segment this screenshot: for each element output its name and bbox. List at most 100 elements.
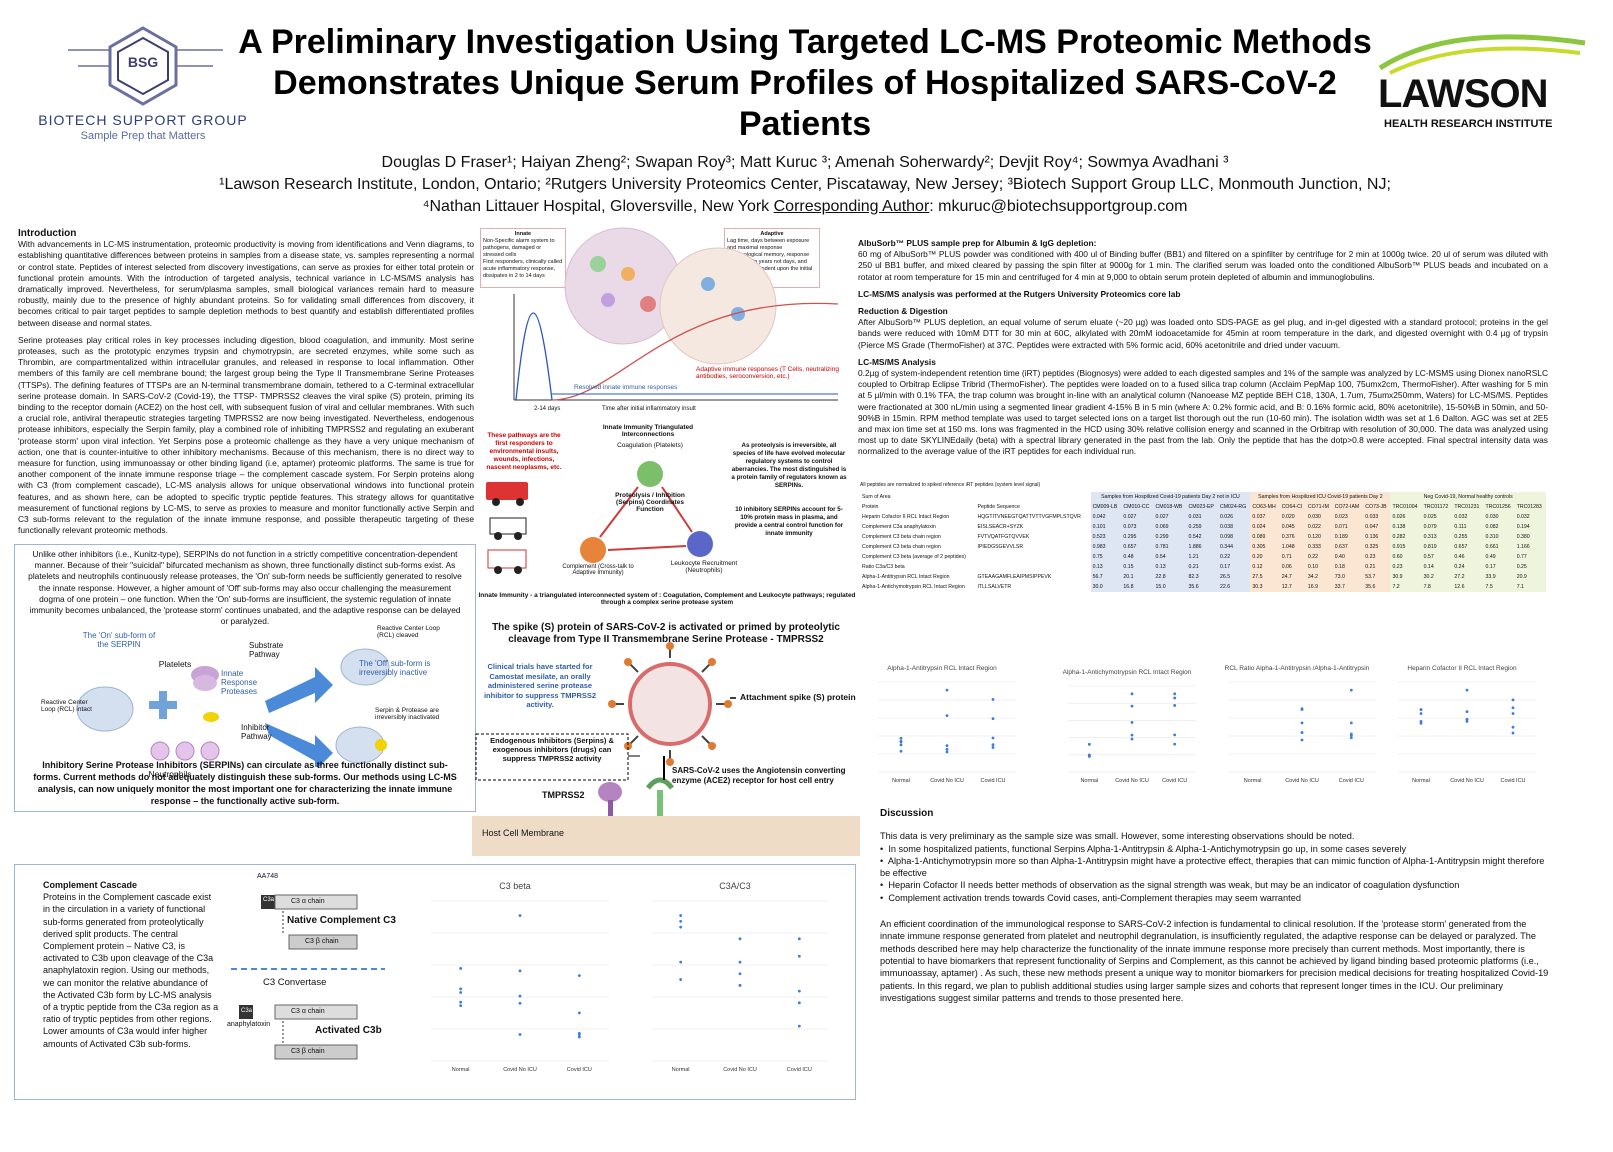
value-cell: 0.376 xyxy=(1279,532,1306,542)
data-point xyxy=(1419,708,1423,712)
sample-header: TRC01004 xyxy=(1390,502,1422,512)
data-point xyxy=(797,989,801,993)
data-point xyxy=(797,1001,801,1005)
value-cell: 0.23 xyxy=(1390,562,1422,572)
data-point xyxy=(1465,718,1469,721)
value-cell: 0.325 xyxy=(1363,542,1391,552)
data-point xyxy=(1465,710,1469,714)
value-cell: 0.983 xyxy=(1090,542,1122,552)
native-c3-label: Native Complement C3 xyxy=(287,915,396,926)
proteolysis-label: Proteolysis / Inhibition (Serpins) Coord… xyxy=(615,492,685,513)
value-cell: 0.54 xyxy=(1153,552,1187,562)
data-point xyxy=(518,914,522,917)
value-cell: 0.06 xyxy=(1279,562,1306,572)
value-cell: 0.032 xyxy=(1452,512,1484,522)
x-tick-label: Covid No ICU xyxy=(1285,778,1319,784)
bsg-logo: BSG BIOTECH SUPPORT GROUP Sample Prep th… xyxy=(28,20,258,150)
value-cell: 0.073 xyxy=(1121,522,1154,532)
value-cell: 0.21 xyxy=(1363,562,1391,572)
serpin-text: Unlike other inhibitors (i.e., Kunitz-ty… xyxy=(28,549,462,627)
rcl-intact-label: Reactive Center Loop (RCL) intact xyxy=(41,699,92,713)
data-point xyxy=(991,736,995,740)
value-cell: 30.3 xyxy=(1250,582,1280,592)
data-point xyxy=(991,698,995,701)
complement-heading: Complement Cascade xyxy=(43,880,138,890)
value-cell: 0.657 xyxy=(1452,542,1484,552)
leukocyte-label: Leukocyte Recruitment (Neutrophils) xyxy=(670,560,738,574)
coagulation-label: Coagulation (Platelets) xyxy=(617,442,683,449)
x-axis-label: Time after initial inflammatory insult xyxy=(602,406,696,412)
platelets-label: Platelets xyxy=(158,659,192,669)
value-cell: 0.047 xyxy=(1363,522,1391,532)
value-cell: 0.310 xyxy=(1483,532,1515,542)
c3-diagram xyxy=(231,894,385,1060)
bsg-tagline: Sample Prep that Matters xyxy=(80,130,206,142)
x-tick-label: Normal xyxy=(892,778,910,784)
value-cell: 0.13 xyxy=(1090,562,1122,572)
data-point xyxy=(1419,721,1423,725)
peptide-cell xyxy=(976,562,1091,572)
x-tick-label: Normal xyxy=(672,1067,690,1073)
lawson-sub: HEALTH RESEARCH INSTITUTE xyxy=(1384,118,1553,130)
sample-header: CM009-LB xyxy=(1090,502,1122,512)
group-b-header: Samples from Hospilized ICU Covid-19 pat… xyxy=(1250,492,1391,502)
value-cell: 0.313 xyxy=(1421,532,1453,542)
value-cell: 0.022 xyxy=(1305,522,1333,532)
value-cell: 27.2 xyxy=(1452,572,1484,582)
discussion-section: Discussion This data is very preliminary… xyxy=(880,808,1550,1004)
value-cell: 0.089 xyxy=(1250,532,1280,542)
bsg-name: BIOTECH SUPPORT GROUP xyxy=(38,112,248,128)
poster-title: A Preliminary Investigation Using Target… xyxy=(238,23,1372,143)
value-cell: 1.21 xyxy=(1186,552,1218,562)
value-cell: 0.23 xyxy=(1363,552,1391,562)
innate-proteases-label: Innate Response Proteases xyxy=(221,669,258,696)
value-cell: 0.189 xyxy=(1332,532,1364,542)
peptide-cell: ITLLSALVETR xyxy=(977,584,1012,590)
scatter-chart: RCL Ratio Alpha-1-Antitrypsin /Alpha-1-A… xyxy=(1225,665,1376,784)
data-point xyxy=(459,967,463,970)
value-cell: 0.333 xyxy=(1305,542,1333,552)
x-tick-label: Covid ICU xyxy=(567,1067,592,1073)
value-cell: 0.661 xyxy=(1483,542,1515,552)
ten-serpins-text: 10 inhibitory SERPINs account for 5-10% … xyxy=(734,506,844,537)
data-point xyxy=(1300,738,1304,742)
complement-box: Complement Cascade Proteins in the Compl… xyxy=(14,864,856,1100)
value-cell: 0.138 xyxy=(1390,522,1422,532)
peptide-header: Peptide Sequence xyxy=(977,504,1020,510)
data-point xyxy=(1465,688,1469,692)
triangle-diagram xyxy=(486,461,713,574)
complement-text: Proteins in the Complement cascade exist… xyxy=(43,892,219,1049)
author-list: Douglas D Fraser¹; Haiyan Zheng²; Swapan… xyxy=(381,154,1229,171)
data-point xyxy=(1419,719,1423,723)
value-cell: 0.026 xyxy=(1217,512,1251,522)
value-cell: 30.2 xyxy=(1421,572,1453,582)
data-point xyxy=(577,1035,581,1039)
serpin-caption: Inhibitory Serine Protease Inhibitors (S… xyxy=(33,760,457,806)
x-tick-label: Normal xyxy=(1080,778,1098,784)
value-cell: 0.18 xyxy=(1332,562,1364,572)
value-cell: 0.023 xyxy=(1332,512,1364,522)
x-tick-label: Covid ICU xyxy=(787,1067,812,1073)
value-cell: 0.60 xyxy=(1390,552,1422,562)
attachment-label: Attachment spike (S) protein xyxy=(740,692,856,702)
scatter-chart: Alpha-1-Antichymotrypsin RCL Intact Regi… xyxy=(1063,669,1196,784)
value-cell: 0.027 xyxy=(1153,512,1187,522)
value-cell: 0.75 xyxy=(1090,552,1122,562)
protein-cell: Complement C3 beta chain region xyxy=(862,534,941,540)
activated-c3b-label: Activated C3b xyxy=(315,1025,382,1036)
x-tick-label: Normal xyxy=(1244,778,1262,784)
table-row: Alpha-1-Antichymotrypsin RCL Intact Regi… xyxy=(860,582,1546,592)
triangle-title: Innate Immunity Triangulated Interconnec… xyxy=(602,424,694,438)
value-cell: 0.025 xyxy=(1421,512,1453,522)
value-cell: 0.045 xyxy=(1279,522,1306,532)
data-point xyxy=(518,969,522,973)
value-cell: 0.380 xyxy=(1514,532,1546,542)
rcl-cleaved-label: Reactive Center Loop (RCL) cleaved xyxy=(377,625,440,639)
corresponding-label: Corresponding Author xyxy=(773,198,930,215)
data-point xyxy=(945,744,949,748)
value-cell: 0.542 xyxy=(1186,532,1218,542)
value-cell: 7.5 xyxy=(1483,582,1515,592)
innate-head: Innate xyxy=(514,231,532,237)
